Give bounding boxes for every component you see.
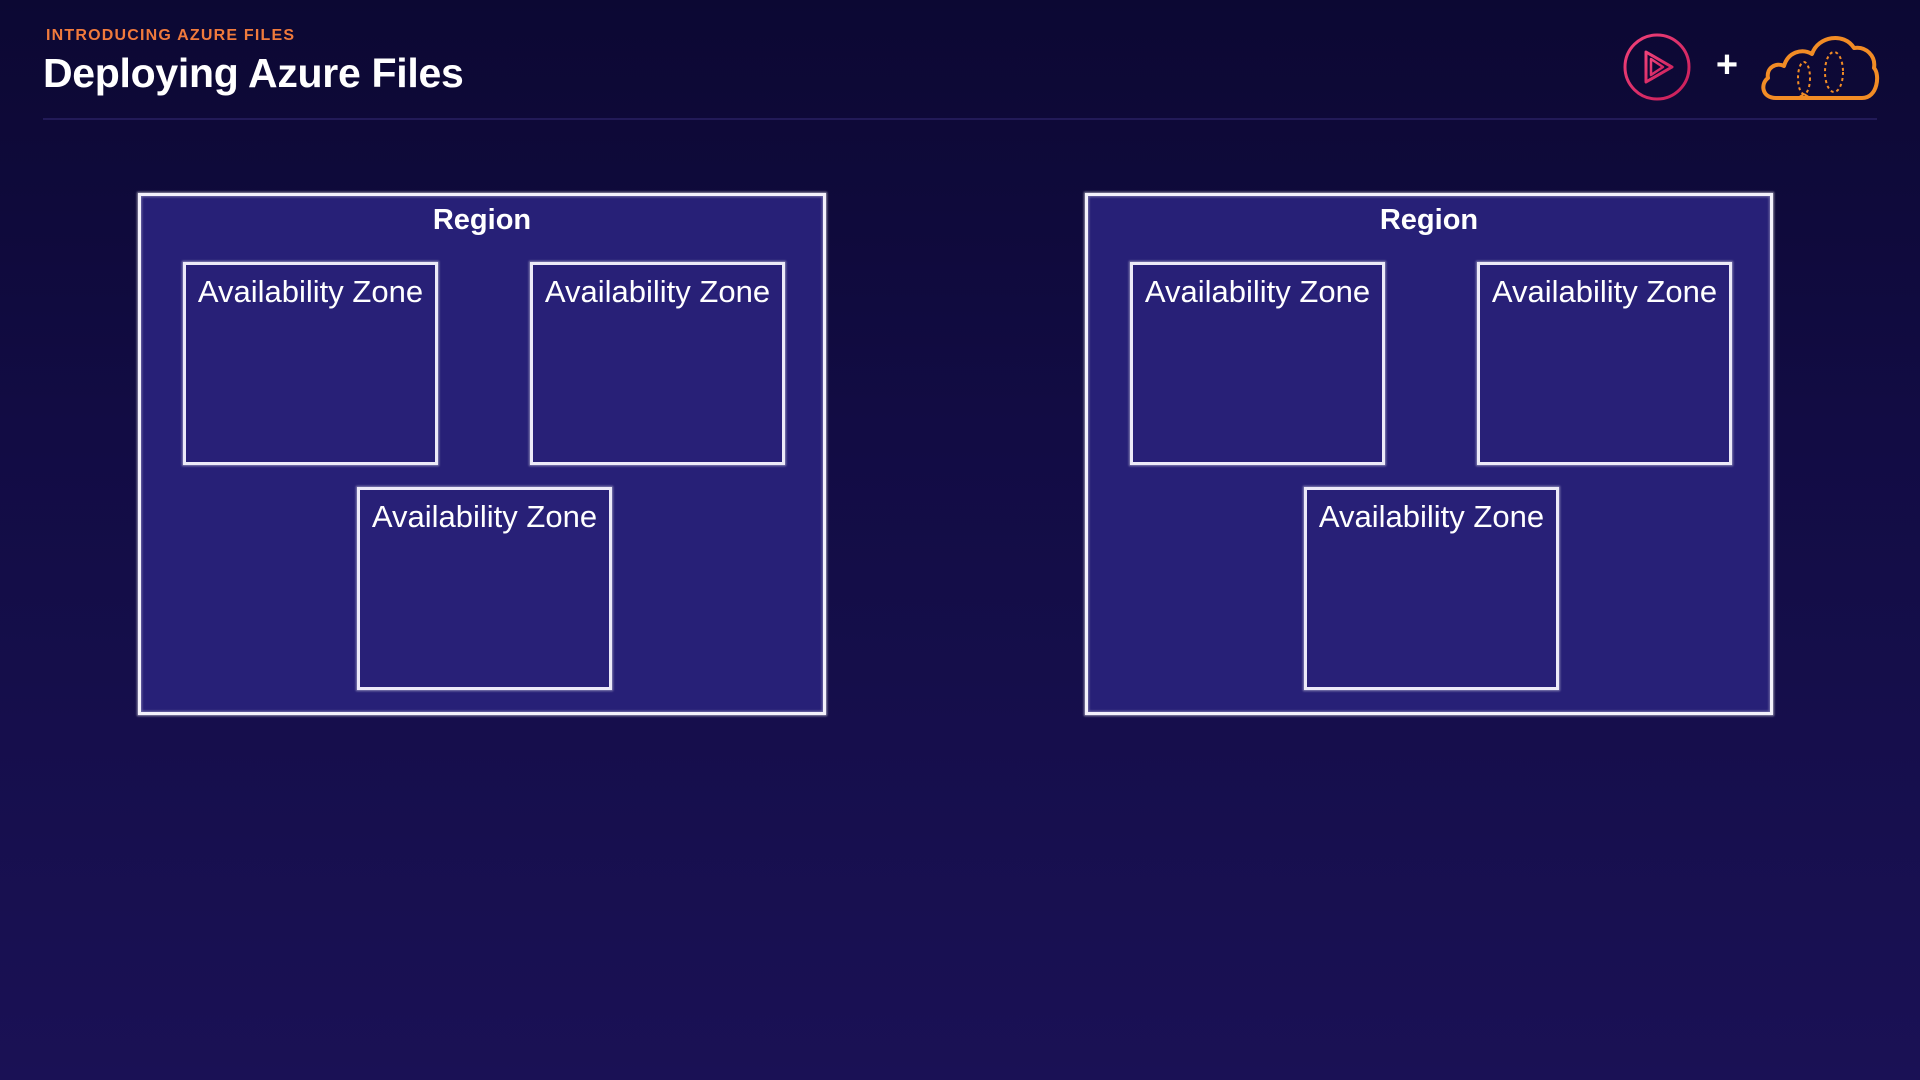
availability-zone-box: Availability Zone xyxy=(1304,487,1559,690)
region-label: Region xyxy=(432,204,532,236)
availability-zone-label: Availability Zone xyxy=(544,274,771,309)
availability-zone-box: Availability Zone xyxy=(530,262,785,465)
slide-title: Deploying Azure Files xyxy=(43,50,464,96)
availability-zone-label: Availability Zone xyxy=(1318,499,1545,534)
region-box-2: Region Availability Zone Availability Zo… xyxy=(1085,193,1773,715)
availability-zone-box: Availability Zone xyxy=(357,487,612,690)
region-box-1: Region Availability Zone Availability Zo… xyxy=(138,193,826,715)
availability-zone-box: Availability Zone xyxy=(1477,262,1732,465)
availability-zone-box: Availability Zone xyxy=(183,262,438,465)
availability-zone-label: Availability Zone xyxy=(197,274,424,309)
availability-zone-label: Availability Zone xyxy=(1491,274,1718,309)
cloud-guru-icon xyxy=(1761,35,1880,100)
availability-zone-label: Availability Zone xyxy=(1144,274,1371,309)
plus-sign: + xyxy=(1715,44,1739,86)
section-kicker: INTRODUCING AZURE FILES xyxy=(46,27,296,44)
header-divider xyxy=(43,118,1877,120)
availability-zone-label: Availability Zone xyxy=(371,499,598,534)
play-icon xyxy=(1623,33,1691,101)
availability-zone-box: Availability Zone xyxy=(1130,262,1385,465)
region-label: Region xyxy=(1379,204,1479,236)
